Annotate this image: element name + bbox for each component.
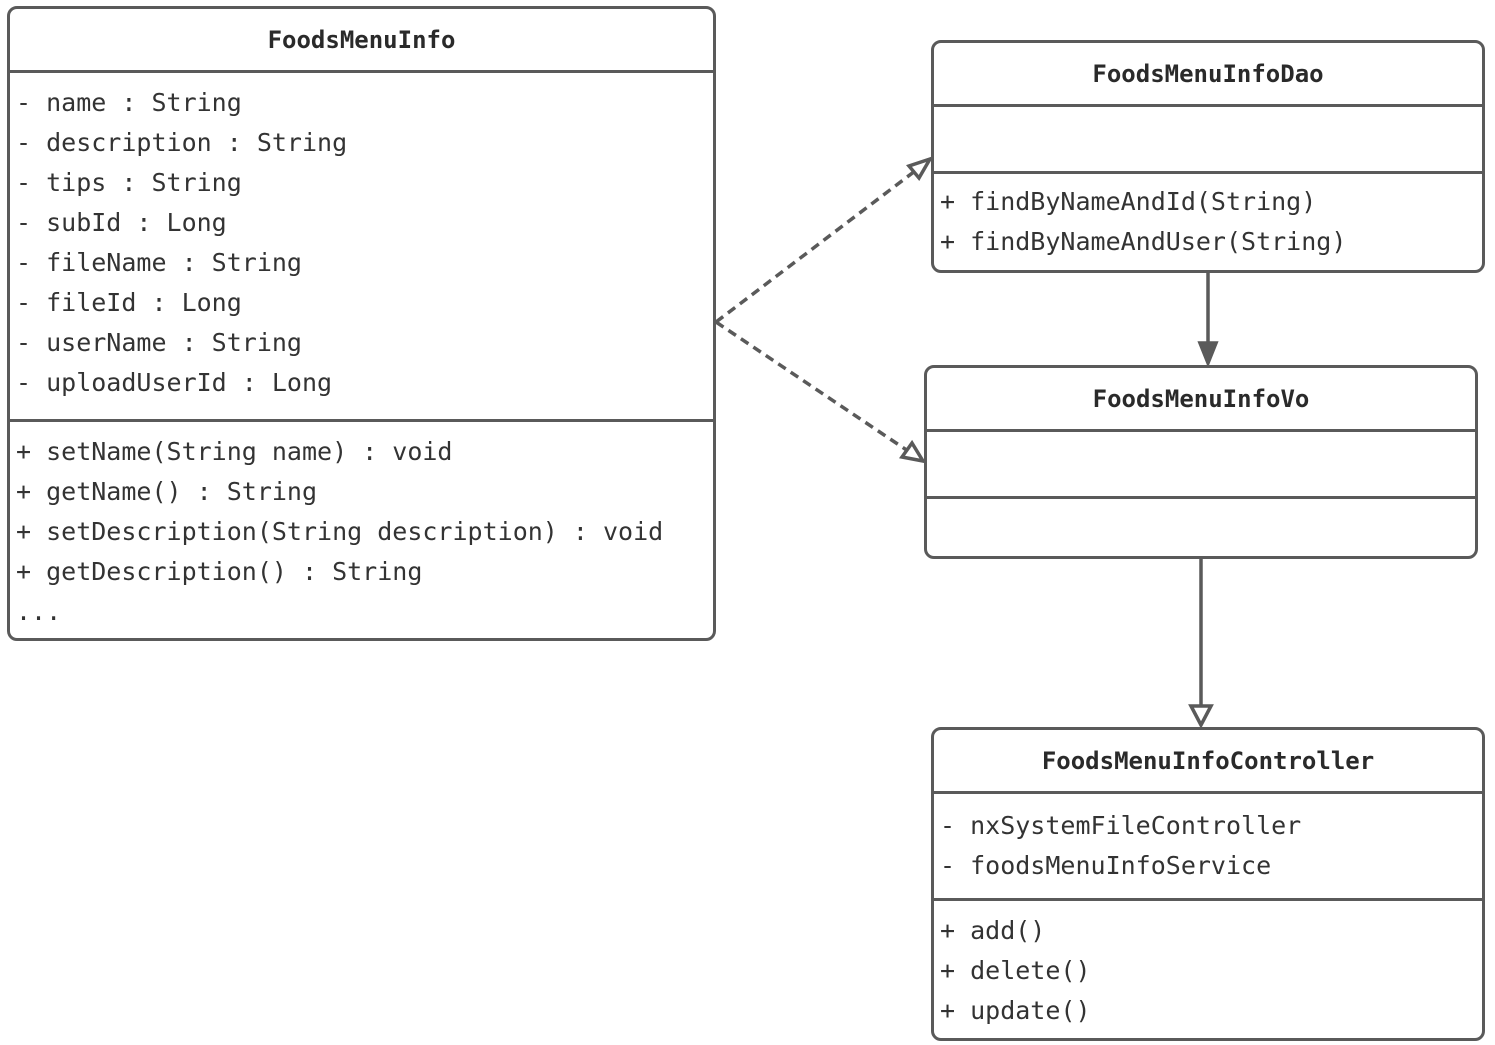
method-row: + delete(): [940, 956, 1091, 985]
filled-arrowhead-icon: [1197, 341, 1219, 368]
attribute-row: - fileId : Long: [16, 288, 242, 317]
class-name: FoodsMenuInfoVo: [927, 368, 1475, 432]
methods-section: [927, 496, 1475, 556]
method-row: ...: [16, 597, 62, 626]
class-foods-menu-info-controller[interactable]: FoodsMenuInfoController - nxSystemFileCo…: [931, 727, 1485, 1041]
method-row: + getDescription() : String: [16, 557, 423, 586]
hollow-arrowhead-icon: [906, 155, 934, 182]
method-row: + setName(String name) : void: [16, 437, 453, 466]
realization-edge-dao: [714, 169, 917, 324]
attribute-row: - tips : String: [16, 168, 242, 197]
method-row: + findByNameAndUser(String): [940, 227, 1347, 256]
realization-edge-vo: [715, 320, 909, 453]
class-title: FoodsMenuInfoController: [1041, 746, 1375, 775]
attribute-row: - name : String: [16, 88, 242, 117]
class-foods-menu-info-dao[interactable]: FoodsMenuInfoDao + findByNameAndId(Strin…: [931, 40, 1485, 273]
method-row: + findByNameAndId(String): [940, 187, 1317, 216]
attribute-row: - description : String: [16, 128, 348, 157]
methods-section: + setName(String name) : void + getName(…: [10, 419, 713, 632]
attribute-row: - uploadUserId : Long: [16, 368, 333, 397]
class-foods-menu-info-vo[interactable]: FoodsMenuInfoVo: [924, 365, 1478, 559]
attribute-row: - nxSystemFileController: [940, 811, 1302, 840]
method-row: + setDescription(String description) : v…: [16, 517, 664, 546]
attribute-row: - subId : Long: [16, 208, 227, 237]
attribute-row: - foodsMenuInfoService: [940, 851, 1272, 880]
class-title: FoodsMenuInfo: [267, 25, 456, 54]
class-title: FoodsMenuInfoDao: [1092, 59, 1324, 88]
class-name: FoodsMenuInfoDao: [934, 43, 1482, 107]
attributes-section: - nxSystemFileController - foodsMenuInfo…: [934, 794, 1482, 898]
class-name: FoodsMenuInfoController: [934, 730, 1482, 794]
methods-section: + add() + delete() + update(): [934, 898, 1482, 1031]
methods-section: + findByNameAndId(String) + findByNameAn…: [934, 171, 1482, 262]
attribute-row: - fileName : String: [16, 248, 302, 277]
method-row: + add(): [940, 916, 1046, 945]
hollow-arrowhead-icon: [1188, 704, 1214, 729]
class-name: FoodsMenuInfo: [10, 9, 713, 73]
method-row: + update(): [940, 996, 1091, 1025]
attribute-row: - userName : String: [16, 328, 302, 357]
hollow-arrowhead-icon: [898, 439, 927, 464]
attributes-section: - name : String - description : String -…: [10, 73, 713, 419]
class-foods-menu-info[interactable]: FoodsMenuInfo - name : String - descript…: [7, 6, 716, 641]
class-title: FoodsMenuInfoVo: [1092, 384, 1310, 413]
method-row: + getName() : String: [16, 477, 318, 506]
